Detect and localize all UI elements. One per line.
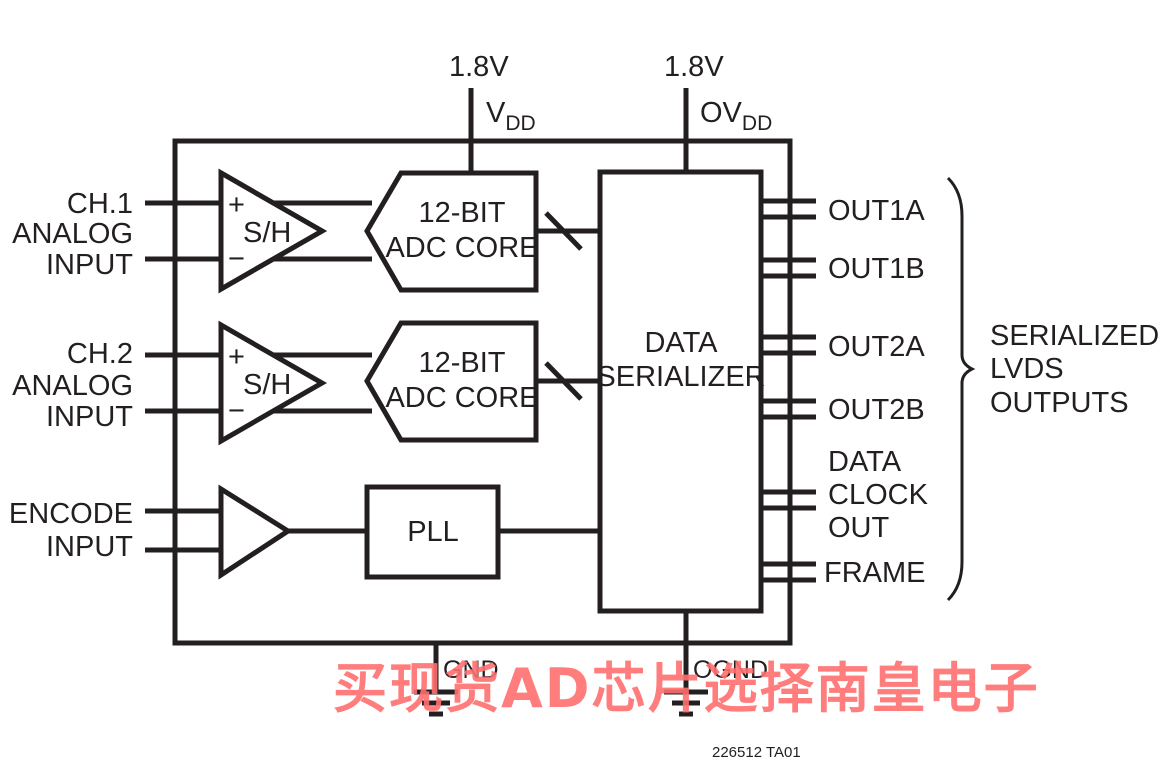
output-group-label-line2: LVDS <box>990 353 1064 385</box>
data-serializer: DATA SERIALIZER <box>596 169 766 614</box>
pll-box <box>364 484 501 580</box>
ch1-input: CH.1 ANALOG INPUT <box>12 188 221 281</box>
pll-label: PLL <box>407 516 459 548</box>
out2b-pin: OUT2B <box>761 394 925 426</box>
watermark-text: 买现货AD芯片选择南皇电子 <box>333 657 1040 720</box>
ch2-input: CH.2 ANALOG INPUT <box>12 338 221 433</box>
adc1-label-line1: 12-BIT <box>418 197 505 229</box>
out2b-label: OUT2B <box>828 394 925 426</box>
ch1-label-line3: INPUT <box>46 249 133 281</box>
ovdd-supply: 1.8V OVDD <box>664 51 772 172</box>
adc2-bus-width-slash <box>544 361 583 401</box>
sh2-minus-sign: − <box>228 395 245 427</box>
dco-label-line2: CLOCK <box>828 479 929 511</box>
ch2-label-line2: ANALOG <box>12 370 133 402</box>
out1a-label: OUT1A <box>828 195 925 227</box>
ognd-pin: OGND <box>664 611 768 717</box>
vdd-name-label: VDD <box>486 97 536 135</box>
encode-label-line1: ENCODE <box>9 498 133 530</box>
data-clock-out-pin: DATA CLOCK OUT <box>761 446 929 544</box>
out2a-label: OUT2A <box>828 331 925 363</box>
adc1-bus-width-slash <box>544 211 583 251</box>
output-group-label-line3: OUTPUTS <box>990 387 1129 419</box>
output-pins: OUT1A OUT1B OUT2A OUT2B DATA CLOCK OUT <box>761 195 929 589</box>
sh2-outline <box>218 320 328 446</box>
dco-label-line1: DATA <box>828 446 902 478</box>
encode-buffer-triangle <box>218 484 293 580</box>
adc1-shape <box>364 170 539 293</box>
adc2-shape <box>364 320 539 443</box>
frame-pin: FRAME <box>761 557 926 589</box>
out1a-pin: OUT1A <box>761 195 925 227</box>
output-group-label-line1: SERIALIZED <box>990 320 1159 352</box>
encode-buffer <box>218 484 367 580</box>
gnd-label: GND <box>443 656 499 684</box>
sh1-minus-sign: − <box>228 243 245 275</box>
pll-block: PLL <box>364 484 600 580</box>
adc2-label-line1: 12-BIT <box>418 347 505 379</box>
sh1-plus-sign: + <box>228 189 245 221</box>
serializer-label-line1: DATA <box>644 327 718 359</box>
dco-label-line3: OUT <box>828 512 890 544</box>
vdd-voltage-label: 1.8V <box>449 51 509 83</box>
sh1-outline <box>218 168 328 294</box>
adc1-label-line2: ADC CORE <box>385 232 538 264</box>
chip-boundary <box>172 138 793 646</box>
out1b-label: OUT1B <box>828 253 925 285</box>
ch1-label-line1: CH.1 <box>67 188 133 220</box>
out1b-pin: OUT1B <box>761 253 925 285</box>
adc-core-1: 12-BIT ADC CORE <box>364 170 600 293</box>
sample-hold-2: + − S/H <box>218 320 372 446</box>
out2a-pin: OUT2A <box>761 331 925 363</box>
encode-input: ENCODE INPUT <box>9 498 221 563</box>
output-group-brace <box>946 176 976 602</box>
sh2-label: S/H <box>243 369 291 401</box>
ch1-label-line2: ANALOG <box>12 218 133 250</box>
ovdd-name-label: OVDD <box>700 97 772 135</box>
gnd-pin: GND <box>414 643 499 717</box>
encode-label-line2: INPUT <box>46 531 133 563</box>
adc-core-2: 12-BIT ADC CORE <box>364 320 600 443</box>
sample-hold-1: + − S/H <box>218 168 372 294</box>
serializer-box <box>597 169 764 614</box>
ognd-label: OGND <box>693 656 768 684</box>
figure-id-label: 226512 TA01 <box>712 744 801 761</box>
frame-label: FRAME <box>824 557 926 589</box>
sh2-plus-sign: + <box>228 341 245 373</box>
ch2-label-line1: CH.2 <box>67 338 133 370</box>
ch2-label-line3: INPUT <box>46 401 133 433</box>
adc2-label-line2: ADC CORE <box>385 382 538 414</box>
vdd-supply: 1.8V VDD <box>449 51 536 172</box>
ovdd-voltage-label: 1.8V <box>664 51 724 83</box>
sh1-label: S/H <box>243 217 291 249</box>
serializer-label-line2: SERIALIZER <box>596 361 765 393</box>
